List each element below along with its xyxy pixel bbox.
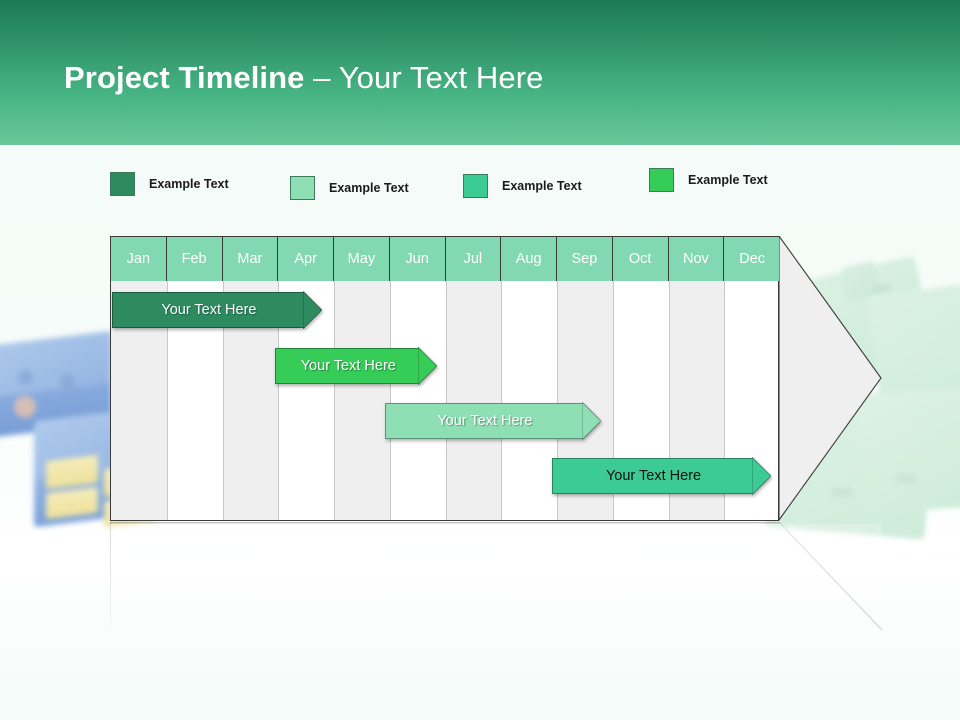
month-header-jul[interactable]: Jul xyxy=(445,237,502,281)
timeline-bar-label-3: Your Text Here xyxy=(437,413,533,429)
page-title: Project Timeline – Your Text Here xyxy=(64,60,543,96)
legend-swatch-2 xyxy=(290,176,315,200)
month-header-dec[interactable]: Dec xyxy=(724,237,780,281)
header-bottom-edge xyxy=(0,145,960,148)
month-header-aug[interactable]: Aug xyxy=(501,237,557,281)
month-header-nov[interactable]: Nov xyxy=(668,237,725,281)
column-separator xyxy=(612,237,614,520)
legend-label-3: Example Text xyxy=(502,179,582,193)
page-title-bold: Project Timeline xyxy=(64,60,305,95)
timeline-bar-body-2 xyxy=(275,348,420,384)
timeline-bar-label-1: Your Text Here xyxy=(161,302,257,318)
month-header-oct[interactable]: Oct xyxy=(612,237,669,281)
legend-item-3[interactable]: Example Text xyxy=(463,174,582,198)
timeline-bar-tip-1 xyxy=(302,291,322,329)
legend-label-1: Example Text xyxy=(149,177,229,191)
legend-item-4[interactable]: Example Text xyxy=(649,168,768,192)
background-photo-right xyxy=(764,255,960,540)
column-separator xyxy=(445,237,447,520)
timeline-bar-tip-3 xyxy=(581,402,601,440)
legend-label-2: Example Text xyxy=(329,181,409,195)
timeline-bar-label-2: Your Text Here xyxy=(300,358,396,374)
legend-swatch-3 xyxy=(463,174,488,198)
legend-item-2[interactable]: Example Text xyxy=(290,176,409,200)
timeline-column-dec: Dec xyxy=(724,237,780,520)
timeline-column-aug: Aug xyxy=(501,237,557,520)
page-title-light: – Your Text Here xyxy=(304,60,544,95)
legend-item-1[interactable]: Example Text xyxy=(110,172,229,196)
column-separator xyxy=(501,237,503,520)
legend-label-4: Example Text xyxy=(688,173,768,187)
chart-reflection xyxy=(110,522,883,652)
slide-header-band: Project Timeline – Your Text Here xyxy=(0,0,960,145)
month-header-may[interactable]: May xyxy=(334,237,390,281)
timeline-bar-tip-4 xyxy=(751,457,771,495)
timeline-bar-tip-2 xyxy=(418,347,438,385)
timeline-column-jul: Jul xyxy=(445,237,502,520)
timeline-column-jan: Jan xyxy=(111,237,167,520)
timeline-bar-label-4: Your Text Here xyxy=(605,468,702,484)
column-separator xyxy=(166,237,168,520)
column-separator xyxy=(668,237,670,520)
timeline-column-oct: Oct xyxy=(612,237,669,520)
month-header-apr[interactable]: Apr xyxy=(278,237,334,281)
legend-swatch-4 xyxy=(649,168,674,192)
timeline-column-mar: Mar xyxy=(222,237,279,520)
timeline-bar-4[interactable]: Your Text Here xyxy=(552,457,771,495)
timeline-column-feb: Feb xyxy=(166,237,223,520)
month-header-jun[interactable]: Jun xyxy=(389,237,446,281)
timeline-bar-body-3 xyxy=(385,403,583,439)
month-header-jan[interactable]: Jan xyxy=(111,237,167,281)
timeline-bar-2[interactable]: Your Text Here xyxy=(275,347,438,385)
column-separator xyxy=(724,237,726,520)
timeline-bar-1[interactable]: Your Text Here xyxy=(112,291,322,329)
column-separator xyxy=(557,237,558,520)
column-separator xyxy=(222,237,224,520)
timeline-bar-body-1 xyxy=(112,292,304,328)
month-header-sep[interactable]: Sep xyxy=(557,237,613,281)
legend-swatch-1 xyxy=(110,172,135,196)
month-header-mar[interactable]: Mar xyxy=(222,237,279,281)
month-header-feb[interactable]: Feb xyxy=(166,237,223,281)
timeline-bar-3[interactable]: Your Text Here xyxy=(385,402,601,440)
timeline-arrowhead-icon xyxy=(779,236,882,521)
timeline-bar-body-4 xyxy=(552,458,753,494)
